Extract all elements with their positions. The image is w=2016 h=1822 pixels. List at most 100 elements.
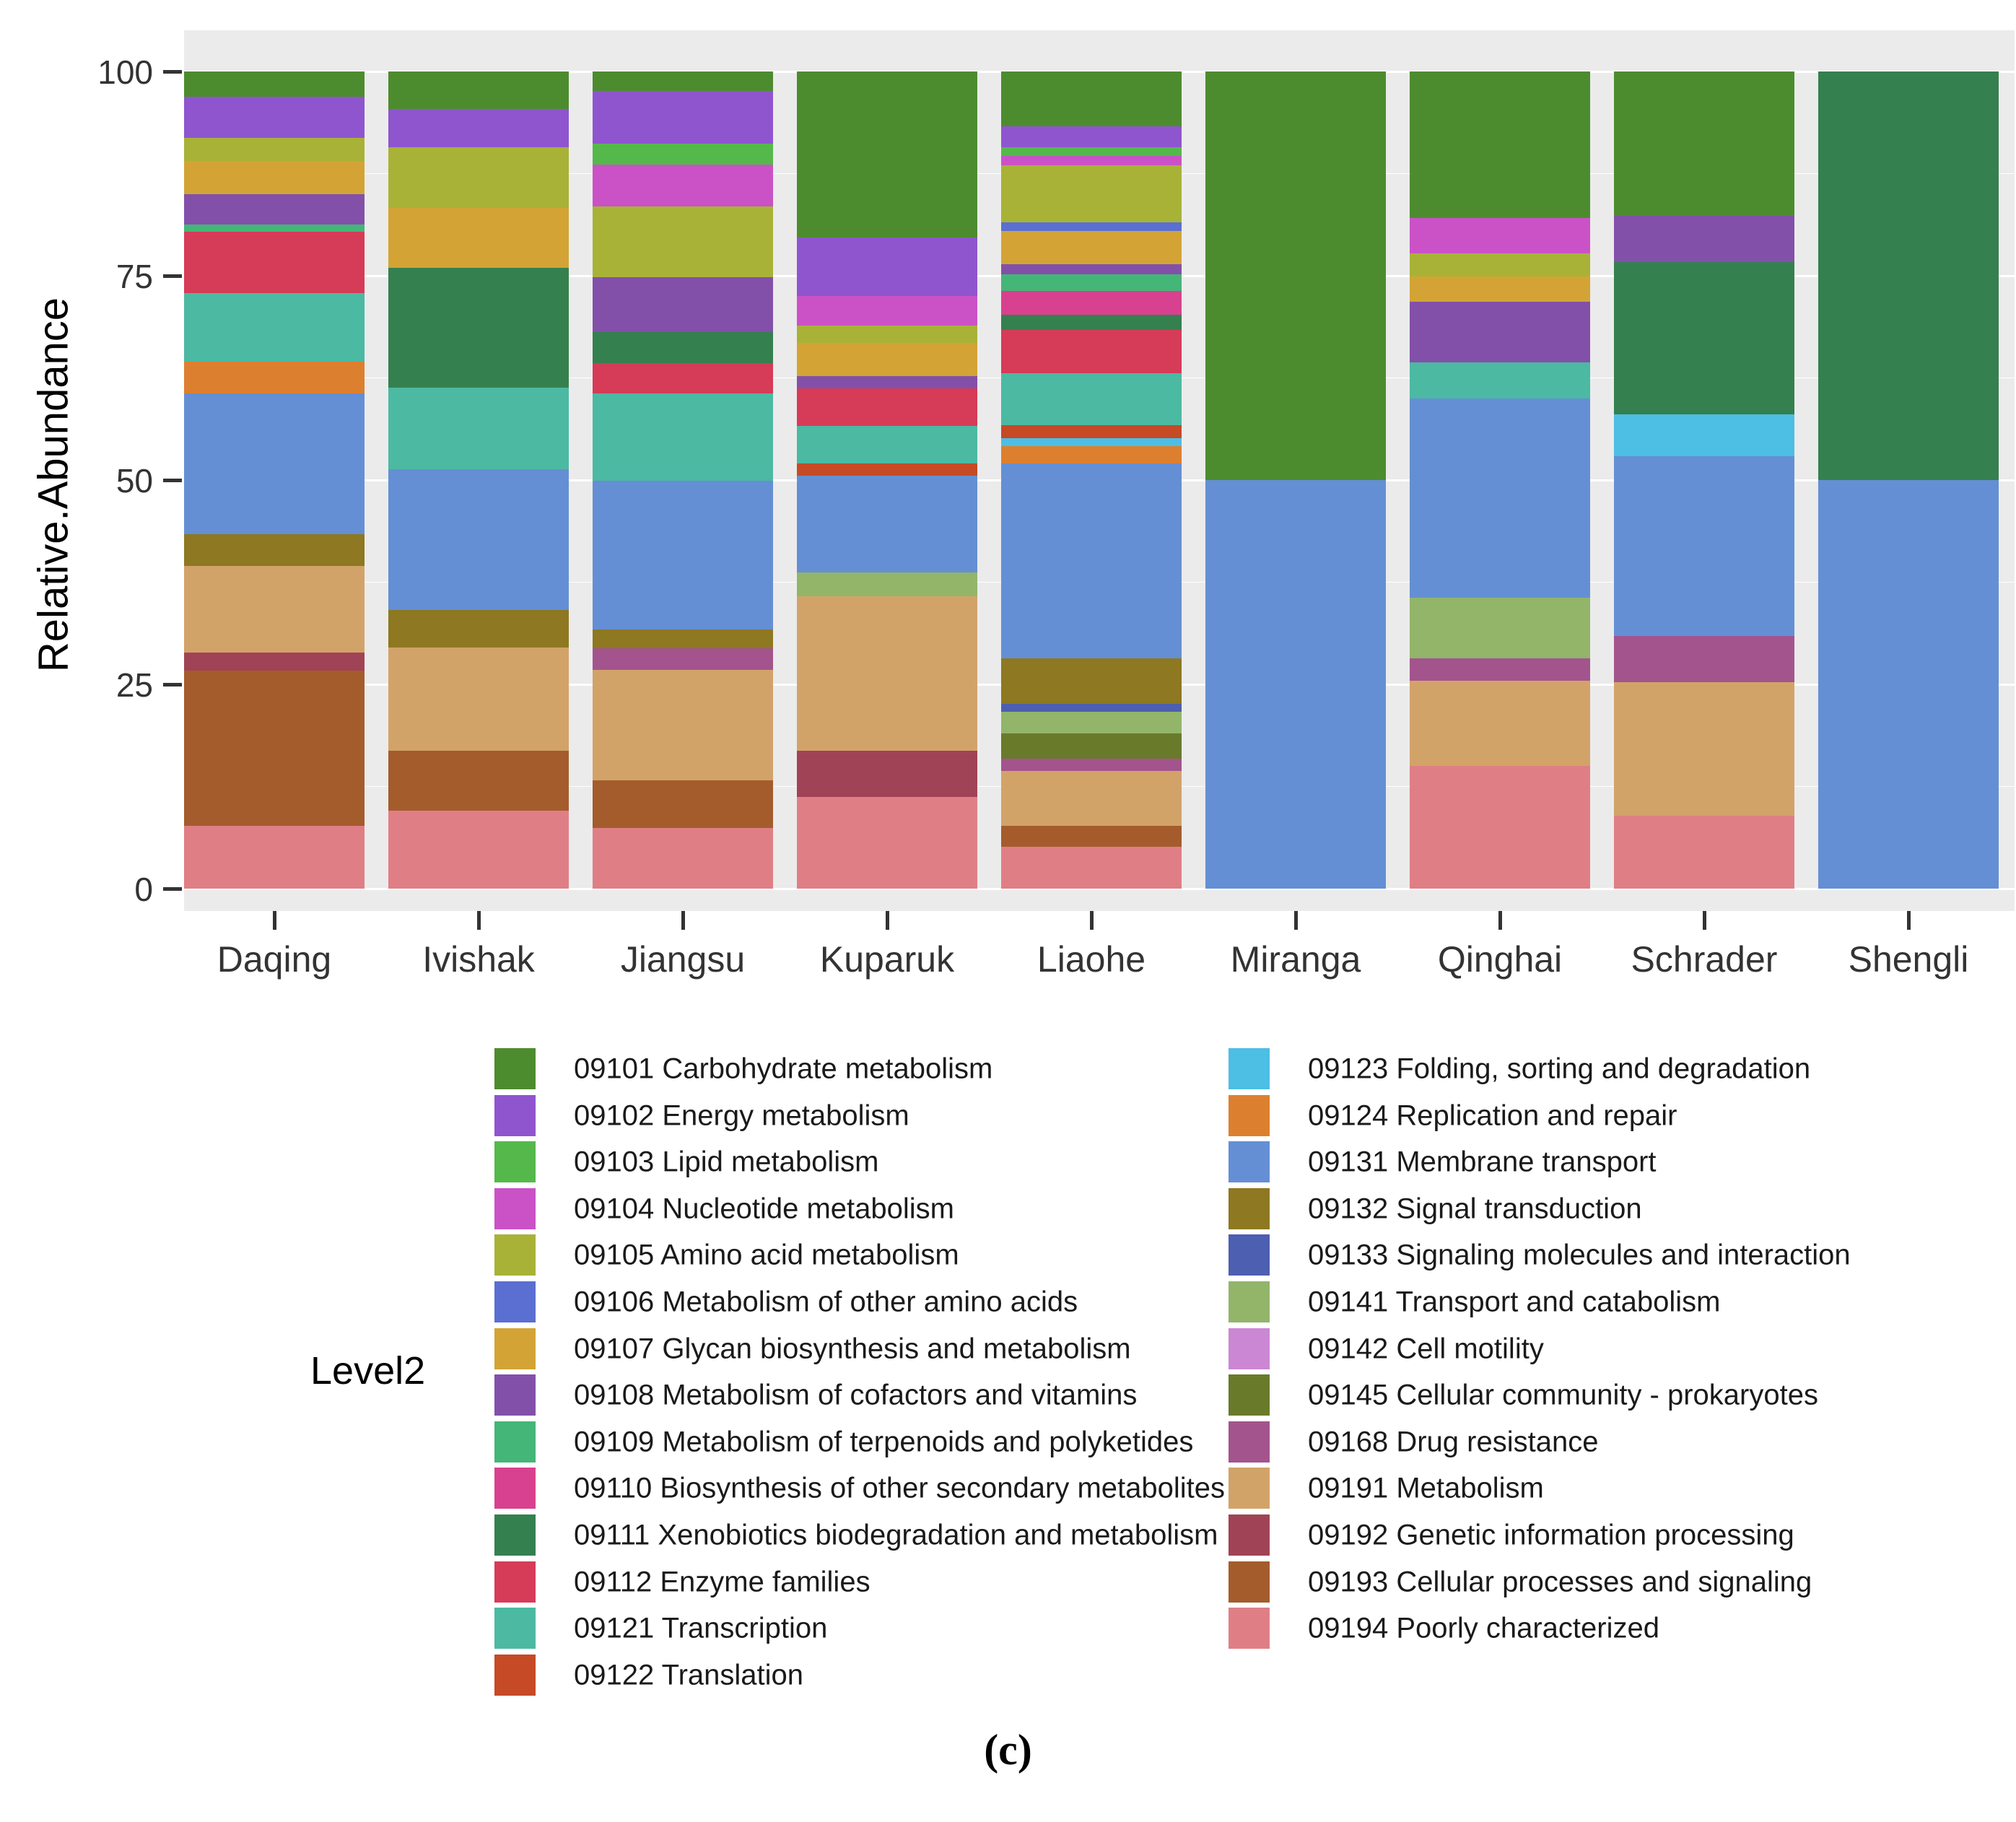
bar-segment-09104	[797, 296, 977, 326]
bar-schrader	[1614, 71, 1794, 889]
bar-segment-09194	[797, 797, 977, 889]
bar-segment-09109	[184, 224, 365, 232]
bar-segment-09131	[1818, 480, 1999, 889]
legend-swatch-09192	[1229, 1514, 1270, 1556]
bar-segment-09194	[1410, 766, 1590, 889]
x-tick-label: Liaohe	[1037, 939, 1146, 980]
legend-label: 09168 Drug resistance	[1308, 1426, 1599, 1458]
legend-swatch-09109	[494, 1421, 536, 1463]
bar-segment-09191	[388, 648, 569, 751]
bar-segment-09122	[1001, 425, 1182, 439]
bar-segment-09194	[1614, 816, 1794, 889]
bar-segment-09108	[797, 376, 977, 389]
bar-segment-09193	[1001, 825, 1182, 847]
bar-segment-09101	[1001, 71, 1182, 126]
bar-segment-09109	[1001, 274, 1182, 292]
legend-swatch-09110	[494, 1468, 536, 1509]
legend-label: 09112 Enzyme families	[574, 1566, 870, 1598]
bar-segment-09105	[1410, 253, 1590, 277]
bar-segment-09107	[1410, 276, 1590, 302]
bar-segment-09192	[184, 652, 365, 671]
bar-segment-09131	[388, 469, 569, 610]
bar-segment-09101	[797, 71, 977, 237]
bar-segment-09141	[797, 572, 977, 596]
bar-segment-09111	[593, 332, 773, 364]
y-tick-label: 25	[115, 666, 153, 704]
bar-kuparuk	[797, 71, 977, 889]
x-tick-label: Jiangsu	[620, 939, 746, 980]
bar-qinghai	[1410, 71, 1590, 889]
bar-segment-09121	[593, 393, 773, 481]
bar-segment-09123	[1001, 438, 1182, 447]
bar-segment-09101	[1614, 71, 1794, 217]
bar-segment-09111	[1614, 261, 1794, 415]
x-tick-label: Schrader	[1631, 939, 1778, 980]
legend-label: 09191 Metabolism	[1308, 1472, 1544, 1504]
legend-label: 09109 Metabolism of terpenoids and polyk…	[574, 1426, 1194, 1458]
bar-segment-09193	[388, 750, 569, 811]
bar-liaohe	[1001, 71, 1182, 889]
legend-swatch-09102	[494, 1094, 536, 1136]
x-tick-mark	[1498, 911, 1502, 930]
bar-segment-09112	[184, 231, 365, 293]
legend-swatch-09108	[494, 1374, 536, 1416]
legend-label: 09122 Translation	[574, 1659, 804, 1691]
bar-segment-09103	[1001, 147, 1182, 156]
bar-segment-09194	[184, 825, 365, 889]
bar-ivishak	[388, 71, 569, 889]
y-tick-mark	[163, 682, 182, 686]
legend-title: Level2	[310, 1349, 426, 1392]
legend-label: 09102 Energy metabolism	[574, 1099, 909, 1132]
bar-segment-09111	[1818, 71, 1999, 480]
bar-segment-09108	[1614, 216, 1794, 262]
bar-segment-09191	[1001, 770, 1182, 826]
y-tick-label: 0	[134, 871, 153, 908]
y-tick-mark	[163, 478, 182, 482]
x-tick-mark	[1089, 911, 1094, 930]
legend-swatch-09103	[494, 1141, 536, 1183]
bar-segment-09104	[1001, 155, 1182, 166]
bar-segment-09102	[593, 91, 773, 144]
bar-segment-09193	[593, 780, 773, 829]
bar-segment-09194	[593, 828, 773, 889]
y-tick-label: 100	[97, 53, 153, 91]
legend-label: 09107 Glycan biosynthesis and metabolism	[574, 1333, 1131, 1365]
x-tick-label: Miranga	[1230, 939, 1361, 980]
legend-label: 09121 Transcription	[574, 1612, 828, 1644]
x-tick-label: Kuparuk	[819, 939, 955, 980]
legend-swatch-09123	[1229, 1048, 1270, 1089]
legend-swatch-09101	[494, 1048, 536, 1089]
bar-segment-09101	[388, 71, 569, 110]
bar-segment-09108	[1410, 302, 1590, 362]
legend-label: 09193 Cellular processes and signaling	[1308, 1566, 1812, 1598]
bar-segment-09124	[1001, 446, 1182, 464]
bar-segment-09101	[1410, 71, 1590, 218]
bar-segment-09105	[797, 326, 977, 343]
x-tick-mark	[681, 911, 685, 930]
bar-segment-09107	[388, 208, 569, 268]
x-tick-mark	[272, 911, 276, 930]
bar-segment-09124	[184, 361, 365, 393]
bar-daqing	[184, 71, 365, 889]
legend-label: 09142 Cell motility	[1308, 1333, 1544, 1365]
bar-segment-09131	[184, 393, 365, 534]
bar-segment-09168	[1614, 636, 1794, 682]
bar-segment-09168	[1001, 758, 1182, 771]
legend-swatch-09132	[1229, 1187, 1270, 1229]
bar-segment-09104	[593, 165, 773, 206]
y-tick-mark	[163, 69, 182, 74]
plot-panel	[184, 30, 2015, 911]
bar-segment-09112	[1001, 329, 1182, 373]
x-tick-mark	[885, 911, 889, 930]
legend-swatch-09112	[494, 1561, 536, 1603]
x-tick-label: Ivishak	[422, 939, 535, 980]
legend-label: 09110 Biosynthesis of other secondary me…	[574, 1472, 1226, 1504]
bar-segment-09102	[388, 109, 569, 148]
legend-label: 09108 Metabolism of cofactors and vitami…	[574, 1379, 1138, 1411]
bar-segment-09131	[1205, 480, 1386, 889]
legend-swatch-09141	[1229, 1281, 1270, 1322]
legend-swatch-09168	[1229, 1421, 1270, 1463]
y-tick-mark	[163, 886, 182, 891]
bar-segment-09191	[593, 669, 773, 781]
bar-segment-09121	[1001, 372, 1182, 426]
